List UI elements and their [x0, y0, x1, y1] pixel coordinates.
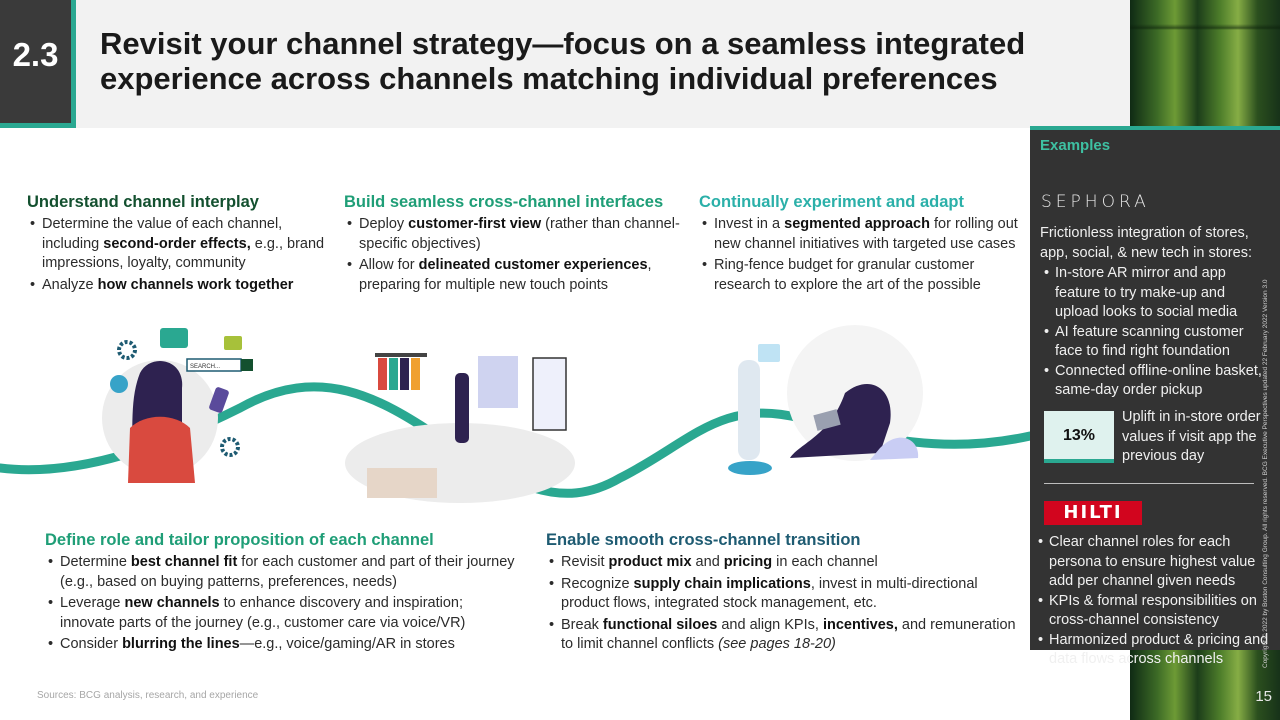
list-item: AI feature scanning customer face to fin… — [1040, 323, 1272, 362]
shirt-red — [378, 358, 387, 390]
hilti-bullets: Clear channel roles for each persona to … — [1034, 533, 1276, 670]
block-title: Continually experiment and adapt — [699, 193, 964, 211]
header-band — [0, 0, 1130, 128]
list-item: Connected offline-online basket, same-da… — [1040, 362, 1272, 401]
page-title: Revisit your channel strategy—focus on a… — [100, 26, 1026, 96]
list-item: Clear channel roles for each persona to … — [1034, 533, 1276, 592]
list-item: Analyze how channels work together — [27, 276, 327, 296]
list-item: Invest in a segmented approach for rolli… — [699, 215, 1019, 254]
block-cross-channel-interfaces: Build seamless cross-channel interfaces … — [344, 192, 684, 297]
customer-journey-illustration: SEARCH... — [0, 325, 1030, 503]
list-item: Deploy customer-first view (rather than … — [344, 215, 684, 254]
sources-note: Sources: BCG analysis, research, and exp… — [37, 690, 259, 701]
shopper-figure — [455, 373, 469, 443]
globe-icon — [110, 375, 128, 393]
block-title: Build seamless cross-channel interfaces — [344, 193, 664, 211]
hilti-logo: HILTI — [1044, 501, 1142, 525]
shoe-shelf — [367, 468, 437, 498]
section-number: 2.3 — [12, 36, 59, 73]
list-item: Allow for delineated customer experience… — [344, 256, 684, 295]
shirt-orange — [411, 358, 420, 390]
list-item: Leverage new channels to enhance discove… — [45, 594, 520, 633]
ghost-avatar-figure — [738, 360, 760, 460]
chat-bubble-icon — [160, 328, 188, 348]
block-define-role: Define role and tailor proposition of ea… — [45, 530, 520, 657]
bullet-list: Determine best channel fit for each cust… — [45, 553, 520, 655]
search-button-icon — [241, 359, 253, 371]
list-item: Revisit product mix and pricing in each … — [546, 553, 1016, 573]
bullet-list: Revisit product mix and pricing in each … — [546, 553, 1016, 655]
gear-icon — [117, 340, 137, 360]
stat-value: 13% — [1044, 411, 1114, 463]
laptop-icon — [813, 409, 841, 431]
block-smooth-transition: Enable smooth cross-channel transition R… — [546, 530, 1016, 657]
floor-cushion — [870, 437, 919, 460]
block-title: Define role and tailor proposition of ea… — [45, 531, 434, 549]
list-item: Determine the value of each channel, inc… — [27, 215, 327, 274]
block-experiment-adapt: Continually experiment and adapt Invest … — [699, 192, 1019, 297]
shirt-navy — [400, 358, 409, 390]
sephora-intro: Frictionless integration of stores, app,… — [1040, 225, 1252, 261]
person-laptop-figure — [790, 384, 891, 458]
page-number: 15 — [1255, 688, 1272, 705]
bullet-list: Invest in a segmented approach for rolli… — [699, 215, 1019, 295]
divider — [1044, 483, 1254, 484]
chat-bubble-icon-blue — [758, 344, 780, 362]
list-item: Harmonized product & pricing and data fl… — [1034, 631, 1276, 670]
bullet-list: Deploy customer-first view (rather than … — [344, 215, 684, 295]
examples-panel: Examples SEPHORA Frictionless integratio… — [1030, 126, 1280, 667]
section-badge: 2.3 — [0, 0, 76, 128]
avatar-pedestal — [728, 461, 772, 475]
ar-mirror — [532, 357, 567, 431]
clothes-rack — [375, 353, 427, 357]
message-bubble-icon — [224, 336, 242, 350]
copyright-note: Copyright © 2022 by Boston Consulting Gr… — [1262, 279, 1269, 668]
sephora-logo: SEPHORA — [1041, 192, 1150, 212]
phone-icon — [209, 387, 229, 413]
block-title: Enable smooth cross-channel transition — [546, 531, 861, 549]
person-phone-shirt — [128, 416, 195, 483]
list-item: Ring-fence budget for granular customer … — [699, 256, 1019, 295]
stat-label: Uplift in in-store order values if visit… — [1122, 409, 1261, 464]
display-screen — [478, 356, 518, 408]
bullet-list: Determine the value of each channel, inc… — [27, 215, 327, 295]
list-item: Consider blurring the lines—e.g., voice/… — [45, 635, 520, 655]
sephora-bullets: In-store AR mirror and app feature to tr… — [1040, 264, 1272, 401]
list-item: Break functional siloes and align KPIs, … — [546, 616, 1016, 655]
list-item: Determine best channel fit for each cust… — [45, 553, 520, 592]
list-item: KPIs & formal responsibilities on cross-… — [1034, 592, 1276, 631]
examples-title: Examples — [1040, 137, 1111, 154]
list-item: In-store AR mirror and app feature to tr… — [1040, 264, 1272, 323]
list-item: Recognize supply chain implications, inv… — [546, 575, 1016, 614]
block-title: Understand channel interplay — [27, 193, 259, 211]
search-box-text: SEARCH... — [190, 364, 220, 370]
gear-icon-small — [220, 437, 240, 457]
shirt-teal — [389, 358, 398, 390]
block-understand-interplay: Understand channel interplay Determine t… — [27, 192, 327, 297]
